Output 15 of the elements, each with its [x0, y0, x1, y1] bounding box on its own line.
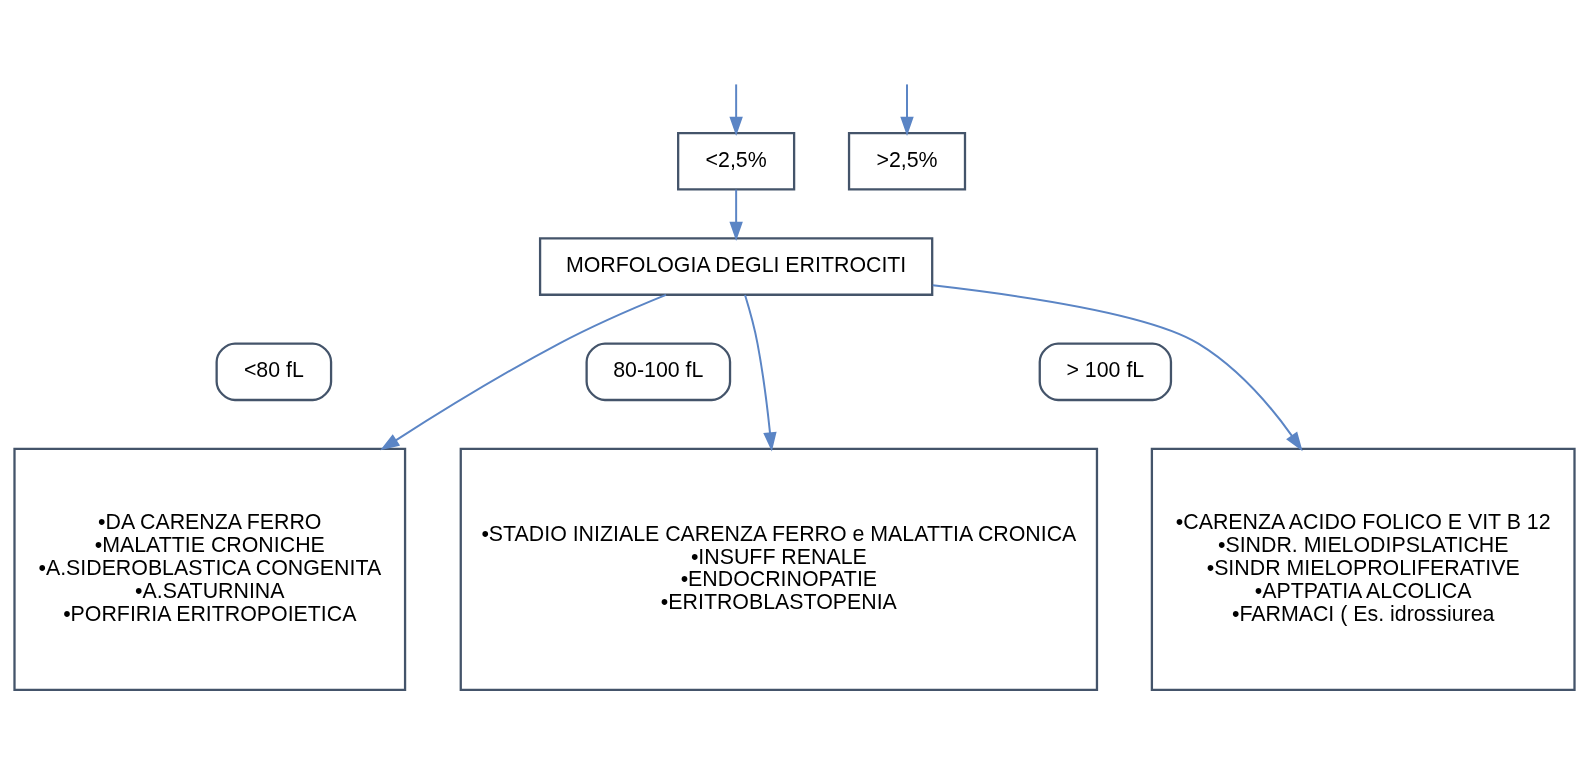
node-box: •STADIO INIZIALE CARENZA FERRO e MALATTIA CRONICA •INSUFF RENALE •ENDOCRINOPATIE •ERITROBLASTOPENIA [459, 447, 1099, 692]
arrow [380, 293, 667, 451]
node-box: •DA CARENZA FERRO •MALATTIE CRONICHE •A.SIDEROBLASTICA CONGENITA •A.SATURNINA •PORFIRIA ERITROPOIETICA [13, 447, 407, 692]
node-box: <2,5% [677, 131, 796, 191]
arrow [744, 294, 777, 452]
arrow [931, 284, 1303, 452]
node-box: > 100 fL [1038, 342, 1173, 402]
node-box: <80 fL [215, 342, 333, 402]
node-box: >2,5% [847, 131, 967, 191]
arrow [729, 188, 743, 241]
arrow [729, 83, 743, 136]
node-box: MORFOLOGIA DEGLI ERITROCITI [538, 237, 934, 296]
node-box: 80-100 fL [585, 342, 732, 402]
arrow [900, 83, 914, 136]
node-box: •CARENZA ACIDO FOLICO E VIT B 12 •SINDR. MIELODIPSLATICHE •SINDR MIELOPROLIFERATIVE •APTPATIA ALCOLICA •FARMACI ( Es. idrossiurea [1150, 447, 1576, 692]
